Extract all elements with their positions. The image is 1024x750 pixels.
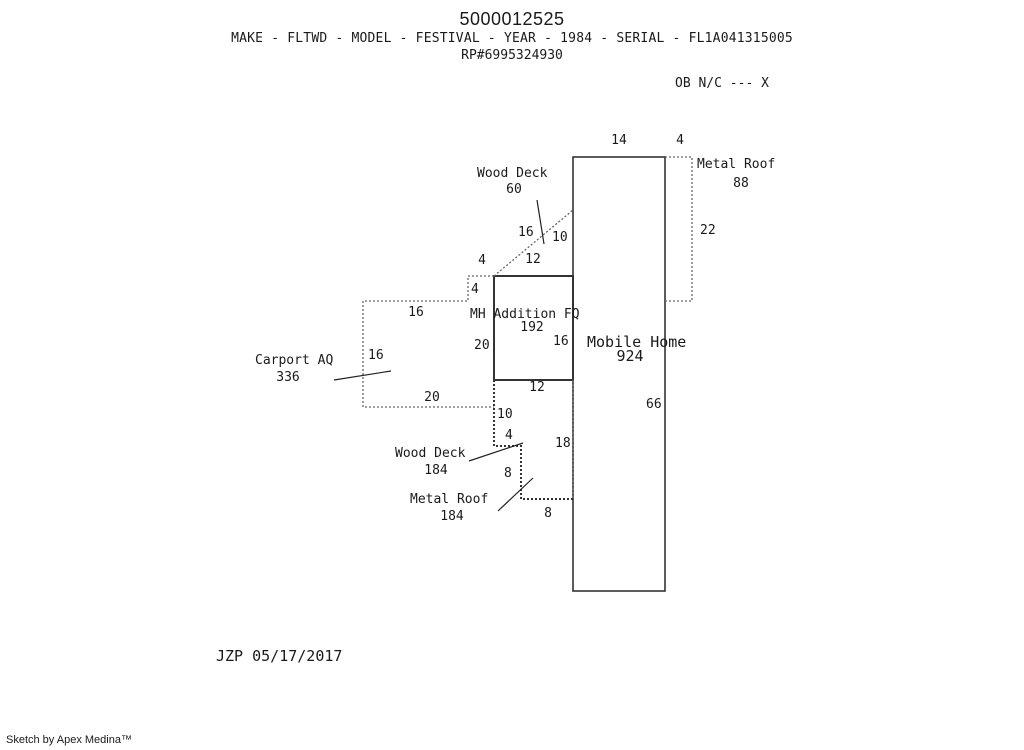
dim-mh-side: 66: [646, 397, 662, 412]
mobile-home-label: Mobile Home: [587, 333, 687, 351]
parcel-id: 5000012525: [459, 9, 565, 29]
metal-roof-bottom-leader: [497, 477, 534, 512]
dim-carport-step-v: 4: [471, 282, 479, 297]
metal-roof-bottom-area: 184: [440, 509, 464, 524]
dim-carport-bottom: 20: [424, 390, 440, 405]
dim-deck-side: 10: [552, 230, 568, 245]
metal-roof-bottom-outline: [493, 380, 573, 500]
dim-carport-top: 16: [408, 305, 424, 320]
dim-roof2-side: 8: [504, 466, 512, 481]
metal-roof-top-outline: [665, 156, 693, 302]
wood-deck-bottom-leader: [468, 442, 524, 462]
rp-number: RP#6995324930: [461, 48, 563, 63]
dim-deck2-right: 18: [555, 436, 571, 451]
wood-deck-bottom-label: Wood Deck: [395, 446, 466, 461]
carport-area: 336: [276, 370, 300, 385]
dim-deck-bottom: 12: [525, 252, 541, 267]
carport-outline: [362, 275, 494, 408]
appraiser-signature: JZP 05/17/2017: [216, 647, 343, 665]
dim-carport-side: 16: [368, 348, 384, 363]
addition-outline: [493, 275, 574, 381]
addition-label: MH Addition FQ: [470, 307, 580, 322]
dim-addition-right: 16: [553, 334, 569, 349]
metal-roof-top-area: 88: [733, 176, 749, 191]
dim-addition-left: 20: [474, 338, 490, 353]
dim-deck2-side: 10: [497, 407, 513, 422]
wood-deck-bottom-area: 184: [424, 463, 448, 478]
wood-deck-top-label: Wood Deck: [477, 166, 548, 181]
metal-roof-bottom-label: Metal Roof: [410, 492, 489, 507]
wood-deck-top-area: 60: [506, 182, 522, 197]
dim-roof-side: 22: [700, 223, 716, 238]
addition-area: 192: [520, 320, 544, 335]
wood-deck-top-outline: [493, 209, 574, 277]
carport-leader: [333, 370, 392, 381]
dim-mh-top: 14: [611, 133, 627, 148]
dim-deck-diag: 16: [518, 225, 534, 240]
software-credit: Sketch by Apex Medina™: [6, 734, 132, 746]
carport-label: Carport AQ: [255, 353, 334, 368]
dim-deck2-step: 4: [505, 428, 513, 443]
home-details: MAKE - FLTWD - MODEL - FESTIVAL - YEAR -…: [231, 31, 793, 46]
dim-roof-top: 4: [676, 133, 684, 148]
wood-deck-top-leader: [536, 199, 545, 245]
dim-roof2-bottom: 8: [544, 506, 552, 521]
mobile-home-outline: [572, 156, 666, 592]
ob-note: OB N/C --- X: [675, 76, 769, 91]
dim-addition-bottom: 12: [529, 380, 545, 395]
mobile-home-area: 924: [616, 347, 644, 365]
metal-roof-top-label: Metal Roof: [697, 157, 776, 172]
dim-carport-step: 4: [478, 253, 486, 268]
